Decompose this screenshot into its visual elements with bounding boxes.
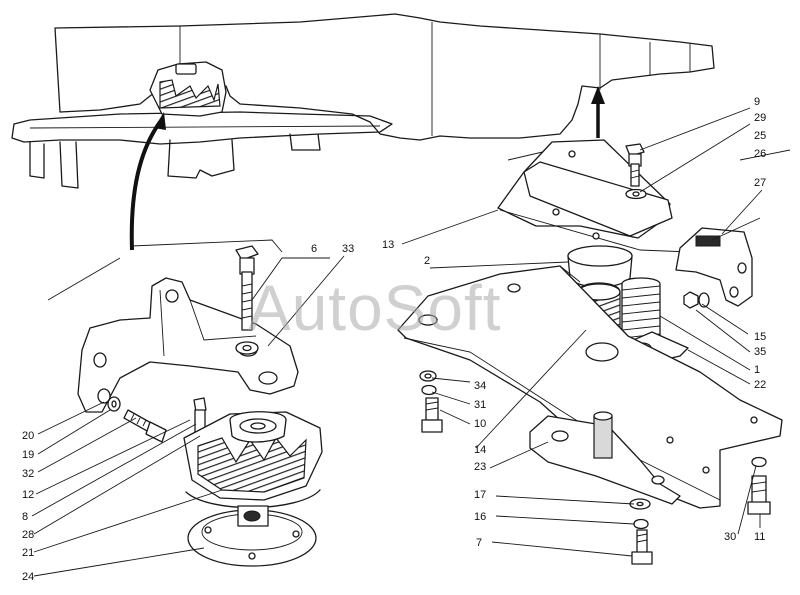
base-bracket-23 xyxy=(529,411,681,505)
assembly-arrows xyxy=(129,86,605,251)
callout-12: 12 xyxy=(22,489,34,501)
gearbox-mount-top xyxy=(149,61,227,117)
washer-19 xyxy=(107,396,121,412)
callout-labels: 2 6 33 9 29 25 26 27 13 15 35 1 22 34 31… xyxy=(22,96,766,583)
callout-29: 29 xyxy=(754,112,766,124)
callout-28: 28 xyxy=(22,529,34,541)
leader-lines xyxy=(31,107,763,577)
callout-9: 9 xyxy=(754,96,760,108)
callout-23: 23 xyxy=(474,461,486,473)
callout-20: 20 xyxy=(22,430,34,442)
callout-22: 22 xyxy=(754,379,766,391)
callout-8: 8 xyxy=(22,511,28,523)
cross-plate-23 xyxy=(397,265,783,509)
callout-10: 10 xyxy=(474,418,486,430)
callout-19: 19 xyxy=(22,449,34,461)
bolt-12 xyxy=(123,409,167,443)
callout-26: 26 xyxy=(754,148,766,160)
callout-35: 35 xyxy=(754,346,766,358)
upper-plate-13 xyxy=(497,139,691,253)
callout-13: 13 xyxy=(382,239,394,251)
callout-14: 14 xyxy=(474,444,486,456)
nut-15 xyxy=(683,291,710,309)
bolt-9 xyxy=(625,143,645,187)
callout-21: 21 xyxy=(22,547,34,559)
bolt-10 xyxy=(421,397,443,433)
callout-2: 2 xyxy=(424,255,430,267)
rubber-mount-21 xyxy=(183,411,323,509)
washer-33 xyxy=(235,341,259,355)
washer-29 xyxy=(625,188,647,200)
callout-1: 1 xyxy=(754,364,760,376)
bolt-6 xyxy=(235,245,259,331)
callout-16: 16 xyxy=(474,511,486,523)
callout-30: 30 xyxy=(724,531,736,543)
gearbox-housing xyxy=(54,13,715,141)
rubber-cushion-2 xyxy=(567,245,633,288)
callout-34: 34 xyxy=(474,380,486,392)
callout-17: 17 xyxy=(474,489,486,501)
base-plate-24 xyxy=(187,505,317,567)
callout-15: 15 xyxy=(754,331,766,343)
spring-1 xyxy=(621,277,661,347)
washer-34-31 xyxy=(419,370,437,396)
washer-16 xyxy=(633,518,649,530)
callout-32: 32 xyxy=(22,468,34,480)
callout-11: 11 xyxy=(754,531,765,543)
callout-25: 25 xyxy=(754,130,766,142)
callout-7: 7 xyxy=(476,537,482,549)
callout-31: 31 xyxy=(474,399,486,411)
bracket-27 xyxy=(675,227,753,307)
washer-30 xyxy=(751,456,767,468)
bolt-11 xyxy=(747,475,771,515)
bolt-7 xyxy=(631,529,653,565)
callout-24: 24 xyxy=(22,571,34,583)
callout-6: 6 xyxy=(311,243,317,255)
callout-33: 33 xyxy=(342,243,354,255)
frame-crossmember xyxy=(11,111,393,189)
callout-27: 27 xyxy=(754,177,766,189)
watermark-text: AutoSoft xyxy=(248,272,502,344)
